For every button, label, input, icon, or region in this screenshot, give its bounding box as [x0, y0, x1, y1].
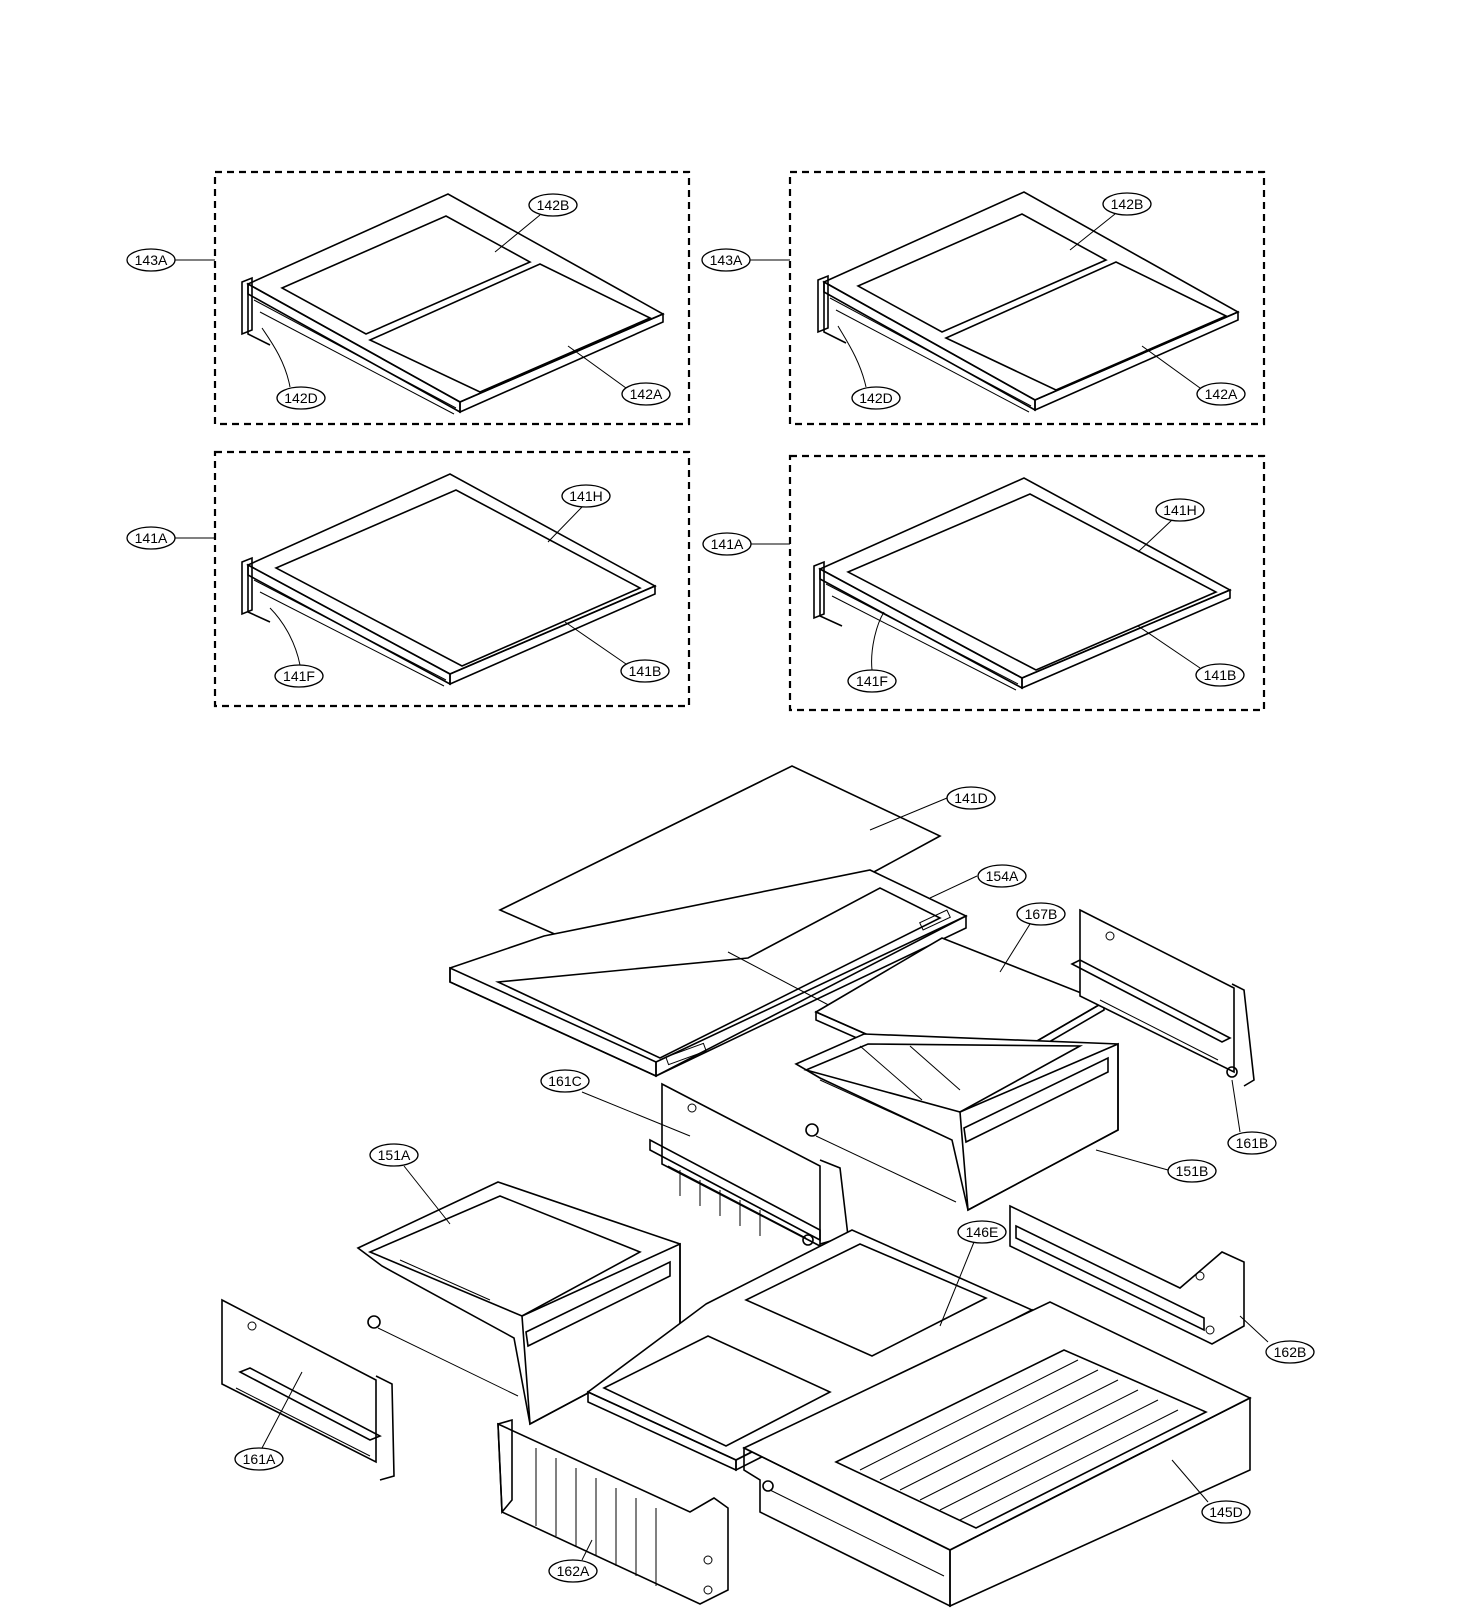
callout-142b-tl: 142B — [494, 193, 578, 253]
callout-142d-tr: 142D — [837, 325, 901, 410]
shelf-assembly-143a-left — [213, 170, 691, 426]
callout-141b-ml-label: 141B — [629, 663, 662, 679]
callout-142d-tl-label: 142D — [284, 390, 317, 406]
callout-162a: 162A — [548, 1539, 598, 1583]
callout-141h-ml-label: 141H — [569, 488, 602, 504]
callout-141d: 141D — [869, 786, 996, 831]
callout-143a-tr-label: 143A — [710, 252, 743, 268]
callout-167b: 167B — [999, 902, 1066, 973]
callout-141b-ml: 141B — [564, 621, 670, 683]
callout-141a-mr-label: 141A — [711, 536, 744, 552]
callout-142d-tr-label: 142D — [859, 390, 892, 406]
callout-146e-label: 146E — [966, 1224, 999, 1240]
callout-141f-mr-label: 141F — [856, 673, 888, 689]
callout-141a-mr: 141A — [702, 532, 790, 556]
callout-142d-tl: 142D — [261, 327, 326, 410]
callout-142a-tr: 142A — [1141, 345, 1246, 406]
callout-141h-mr-label: 141H — [1163, 502, 1196, 518]
callout-142a-tl-label: 142A — [630, 386, 663, 402]
callout-161a-label: 161A — [243, 1451, 276, 1467]
callout-141d-label: 141D — [954, 790, 987, 806]
callout-151a-label: 151A — [378, 1147, 411, 1163]
callout-142b-tr-label: 142B — [1111, 196, 1144, 212]
callout-143a-tl: 143A — [126, 248, 215, 272]
callout-141h-ml: 141H — [547, 484, 611, 543]
callout-143a-tr: 143A — [701, 248, 790, 272]
callout-141b-mr: 141B — [1137, 625, 1245, 687]
callout-161c: 161C — [540, 1069, 691, 1137]
callout-142b-tl-label: 142B — [537, 197, 570, 213]
callout-145d-label: 145D — [1209, 1504, 1242, 1520]
callout-145d: 145D — [1171, 1459, 1251, 1524]
tray-base-145d — [742, 1301, 1252, 1608]
shelf-frame-154a — [449, 869, 968, 1078]
callout-161a: 161A — [234, 1371, 303, 1471]
crisper-drawer-151a — [356, 1181, 681, 1426]
callout-161b-label: 161B — [1236, 1135, 1269, 1151]
callout-151a: 151A — [369, 1143, 451, 1225]
shelf-assembly-141a-right — [788, 454, 1266, 712]
callout-151b-label: 151B — [1176, 1163, 1209, 1179]
callout-162b-label: 162B — [1274, 1344, 1307, 1360]
crisper-drawer-151b — [794, 1033, 1119, 1212]
callout-141f-ml: 141F — [269, 607, 324, 688]
callout-141h-mr: 141H — [1137, 498, 1205, 553]
side-cover-161b — [1070, 908, 1255, 1087]
bracket-162b — [1009, 1204, 1245, 1345]
callout-161b: 161B — [1227, 1079, 1277, 1155]
callout-167b-label: 167B — [1025, 906, 1058, 922]
callout-142b-tr: 142B — [1069, 192, 1152, 251]
shelf-assembly-141a-left — [213, 450, 691, 708]
divider-cover-161c — [649, 1082, 849, 1248]
callout-154a-label: 154A — [986, 868, 1019, 884]
callout-141b-mr-label: 141B — [1204, 667, 1237, 683]
callout-146e: 146E — [939, 1220, 1007, 1327]
side-cover-161a — [221, 1298, 395, 1481]
callout-142a-tl: 142A — [567, 345, 671, 406]
callout-162a-label: 162A — [557, 1563, 590, 1579]
callout-142a-tr-label: 142A — [1205, 386, 1238, 402]
callout-141f-ml-label: 141F — [283, 668, 315, 684]
callout-151b: 151B — [1095, 1149, 1217, 1183]
callout-143a-tl-label: 143A — [135, 252, 168, 268]
shelf-assembly-143a-right — [788, 170, 1266, 426]
callout-161c-label: 161C — [548, 1073, 581, 1089]
callout-154a: 154A — [929, 864, 1027, 899]
callout-141f-mr: 141F — [847, 611, 897, 693]
bracket-162a — [497, 1418, 729, 1605]
callout-141a-ml: 141A — [126, 526, 215, 550]
callout-162b: 162B — [1239, 1315, 1315, 1364]
callout-141a-ml-label: 141A — [135, 530, 168, 546]
